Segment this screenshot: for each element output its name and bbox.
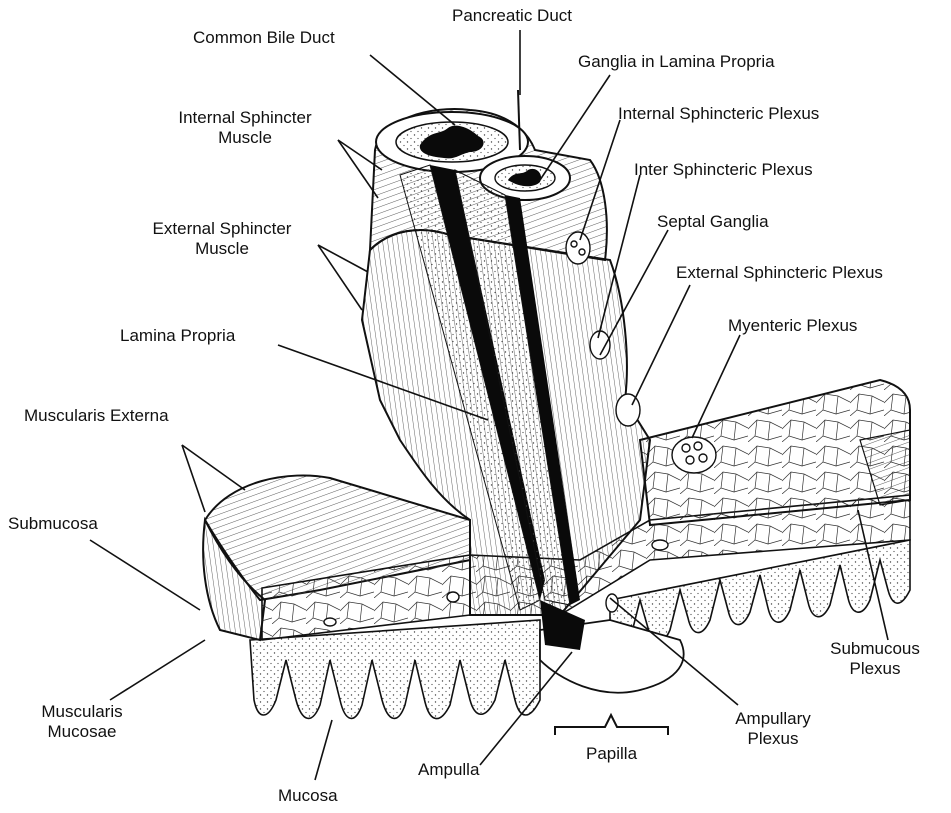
label-pancreatic-duct: Pancreatic Duct	[452, 6, 572, 26]
label-line: Plexus	[718, 729, 828, 749]
label-line: Ampullary	[718, 709, 828, 729]
label-papilla: Papilla	[586, 744, 637, 764]
label-inter-sphincteric-plexus: Inter Sphincteric Plexus	[634, 160, 813, 180]
label-internal-sphincter-muscle: Internal Sphincter Muscle	[140, 108, 350, 148]
label-line: Muscle	[140, 128, 350, 148]
label-internal-sphincteric-plexus: Internal Sphincteric Plexus	[618, 104, 819, 124]
label-line: Submucous	[815, 639, 935, 659]
label-mucosa: Mucosa	[278, 786, 338, 806]
label-line: Plexus	[815, 659, 935, 679]
label-ampulla: Ampulla	[418, 760, 479, 780]
label-ampullary-plexus: Ampullary Plexus	[718, 709, 828, 749]
label-line: Muscle	[112, 239, 332, 259]
label-line: Muscularis	[22, 702, 142, 722]
label-line: Mucosae	[22, 722, 142, 742]
label-muscularis-mucosae: Muscularis Mucosae	[22, 702, 142, 742]
label-myenteric-plexus: Myenteric Plexus	[728, 316, 857, 336]
label-external-sphincter-muscle: External Sphincter Muscle	[112, 219, 332, 259]
label-septal-ganglia: Septal Ganglia	[657, 212, 769, 232]
label-line: External Sphincter	[112, 219, 332, 239]
label-muscularis-externa: Muscularis Externa	[24, 406, 169, 426]
label-ganglia-in-lamina-propria: Ganglia in Lamina Propria	[578, 52, 775, 72]
papilla-brace	[555, 715, 668, 735]
label-common-bile-duct: Common Bile Duct	[193, 28, 335, 48]
label-external-sphincteric-plexus: External Sphincteric Plexus	[676, 263, 883, 283]
label-submucous-plexus: Submucous Plexus	[815, 639, 935, 679]
label-lamina-propria: Lamina Propria	[120, 326, 235, 346]
label-line: Internal Sphincter	[140, 108, 350, 128]
label-submucosa: Submucosa	[8, 514, 98, 534]
